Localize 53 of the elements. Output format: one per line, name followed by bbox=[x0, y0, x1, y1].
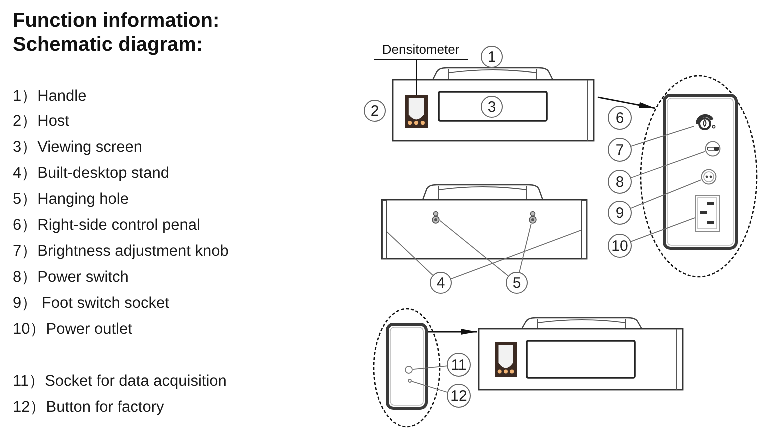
leader-line bbox=[519, 224, 532, 273]
round-socket bbox=[405, 366, 413, 374]
callout-number: 10 bbox=[608, 234, 632, 258]
device-back-view bbox=[380, 183, 589, 261]
arrow bbox=[598, 96, 656, 110]
side-stand bbox=[382, 200, 387, 259]
callout-number: 12 bbox=[447, 384, 471, 408]
list-item: 8）Power switch bbox=[13, 268, 129, 288]
leader-line bbox=[416, 60, 418, 96]
list-item: 6）Right-side control penal bbox=[13, 216, 200, 236]
pinhole-button bbox=[408, 379, 412, 383]
detail-ellipse bbox=[640, 75, 758, 278]
callout-number: 7 bbox=[608, 138, 632, 162]
list-item: 10）Power outlet bbox=[13, 320, 132, 340]
leader-line bbox=[630, 218, 696, 242]
part-label: Densitometer bbox=[374, 41, 468, 60]
side-panel bbox=[386, 323, 428, 410]
leader-line bbox=[440, 220, 509, 277]
callout-number: 5 bbox=[506, 272, 528, 294]
arrow bbox=[428, 329, 477, 335]
hanging-hole bbox=[432, 211, 440, 224]
callout-number: 6 bbox=[608, 106, 632, 130]
callout-number: 11 bbox=[447, 353, 471, 377]
list-item: 2）Host bbox=[13, 112, 70, 132]
list-item: 9） Foot switch socket bbox=[13, 294, 170, 314]
toggle-switch bbox=[705, 141, 721, 157]
list-item: 4）Built-desktop stand bbox=[13, 164, 170, 184]
densitometer bbox=[405, 95, 428, 128]
detail-ellipse bbox=[373, 308, 441, 428]
title: Function information: bbox=[13, 9, 220, 33]
power-outlet bbox=[695, 195, 720, 232]
list-item: 7）Brightness adjustment knob bbox=[13, 242, 229, 262]
leader-line bbox=[630, 126, 694, 147]
leader-line bbox=[630, 180, 702, 209]
heading: Schematic diagram: bbox=[13, 33, 204, 57]
list-item: 5）Hanging hole bbox=[13, 190, 129, 210]
callout-number: 2 bbox=[364, 100, 386, 122]
list-item: 3）Viewing screen bbox=[13, 138, 142, 158]
round-socket bbox=[701, 169, 717, 185]
list-item: 11）Socket for data acquisition bbox=[13, 372, 227, 392]
callout-number: 4 bbox=[430, 272, 452, 294]
list-item: 1）Handle bbox=[13, 87, 87, 107]
leader-line bbox=[411, 381, 448, 393]
leader-line bbox=[630, 151, 706, 178]
side-stand bbox=[581, 200, 587, 259]
callout-number: 9 bbox=[608, 201, 632, 225]
list-item: 12）Button for factory bbox=[13, 398, 164, 418]
hanging-hole bbox=[529, 211, 537, 224]
leader-line bbox=[386, 231, 434, 276]
callout-number: 1 bbox=[481, 46, 503, 68]
callout-number: 8 bbox=[608, 170, 632, 194]
control-panel bbox=[663, 94, 738, 250]
leader-line bbox=[450, 230, 582, 280]
